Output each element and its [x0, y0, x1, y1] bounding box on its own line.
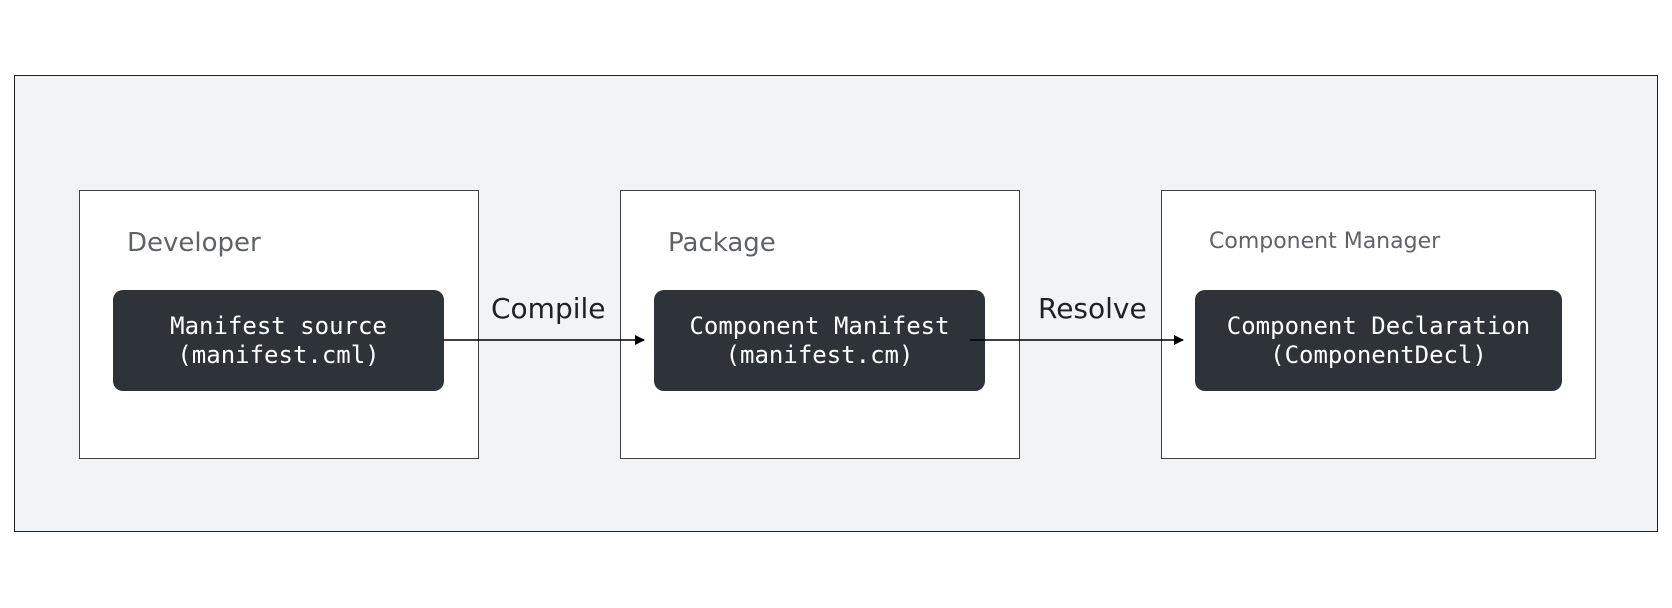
stage-developer-label: Developer: [127, 228, 261, 258]
stage-package-label: Package: [668, 228, 776, 258]
artifact-component-manifest: Component Manifest (manifest.cm): [654, 290, 985, 391]
edge-label-resolve: Resolve: [1038, 292, 1147, 325]
edge-label-compile: Compile: [491, 292, 606, 325]
artifact-manifest-source: Manifest source (manifest.cml): [113, 290, 444, 391]
artifact-component-declaration: Component Declaration (ComponentDecl): [1195, 290, 1562, 391]
artifact-component-manifest-line2: (manifest.cm): [725, 340, 914, 369]
artifact-component-manifest-line1: Component Manifest: [689, 311, 950, 340]
artifact-component-declaration-line1: Component Declaration: [1226, 311, 1531, 340]
artifact-manifest-source-line1: Manifest source: [170, 311, 387, 340]
artifact-component-declaration-line2: (ComponentDecl): [1270, 340, 1487, 369]
stage-component-manager-label: Component Manager: [1209, 229, 1441, 254]
artifact-manifest-source-line2: (manifest.cml): [177, 340, 380, 369]
